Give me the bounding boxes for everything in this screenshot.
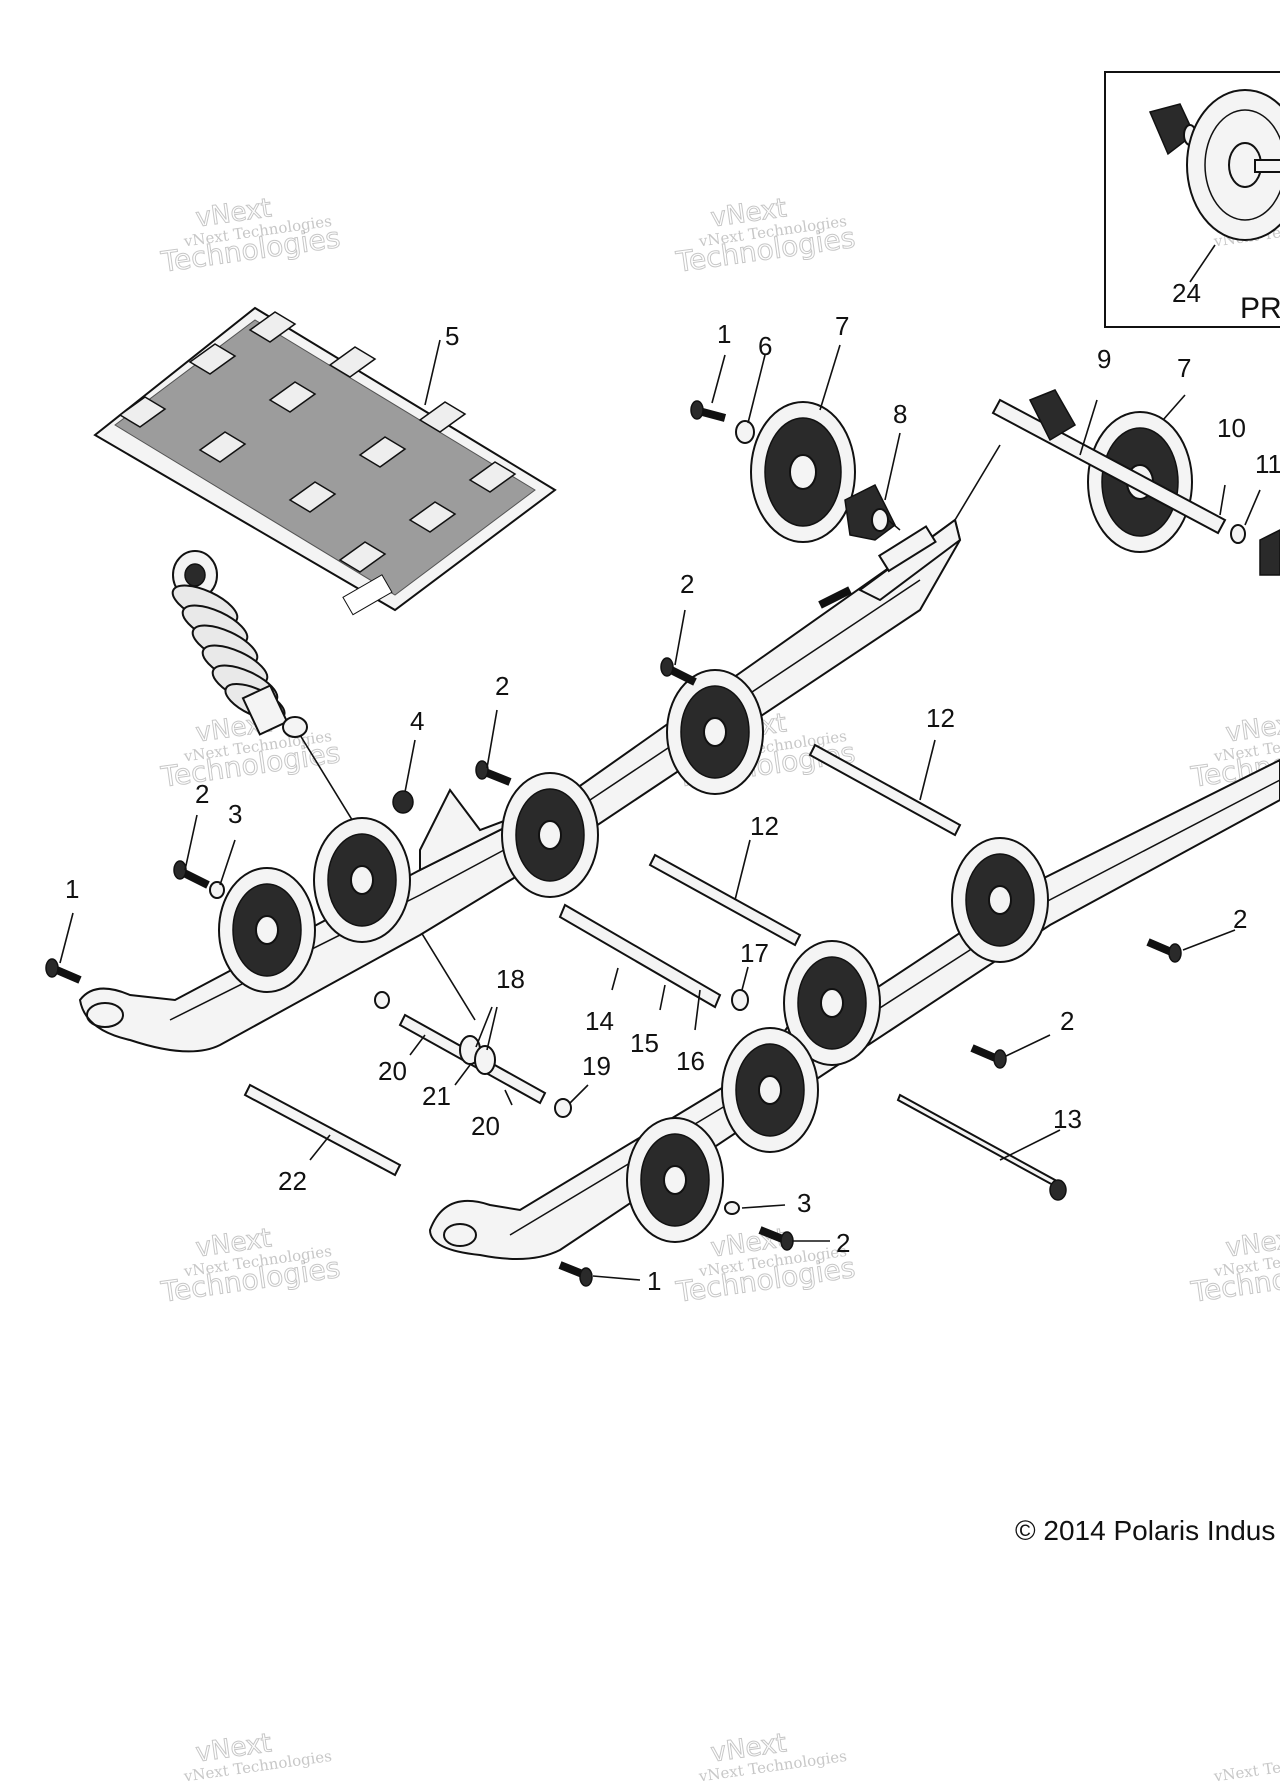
wheel <box>783 940 881 1066</box>
callout-19: 19 <box>582 1051 611 1081</box>
bushing <box>474 1045 496 1075</box>
wheel <box>951 837 1049 963</box>
barcode-label <box>342 574 393 616</box>
callout-1: 1 <box>717 319 731 349</box>
callout-3: 3 <box>228 799 242 829</box>
callout-18: 18 <box>496 964 525 994</box>
idler-wheel <box>750 401 856 543</box>
washer <box>554 1098 572 1118</box>
svg-text:vNext Technologies: vNext Technologies <box>1212 1747 1280 1786</box>
wheel <box>218 867 316 993</box>
callout-2: 2 <box>495 671 509 701</box>
track <box>93 306 557 616</box>
watermarks: vNext vNext Technologies Technologies vN… <box>158 193 1280 1786</box>
bolt <box>1146 938 1182 963</box>
watermark: vNext vNext Technologies Technologies <box>158 193 343 280</box>
callout-2: 2 <box>1060 1006 1074 1036</box>
bolt <box>818 586 852 609</box>
callout-6: 6 <box>758 331 772 361</box>
leader <box>1189 244 1216 283</box>
watermark: vNext Technologies <box>1212 1747 1280 1786</box>
callout-3: 3 <box>797 1188 811 1218</box>
bolt <box>970 1044 1007 1069</box>
callout-1: 1 <box>65 874 79 904</box>
callout-16: 16 <box>676 1046 705 1076</box>
callout-24: 24 <box>1172 278 1201 308</box>
callout-5: 5 <box>445 321 459 351</box>
callout-4: 4 <box>410 706 424 736</box>
callout-13: 13 <box>1053 1104 1082 1134</box>
bolt <box>758 1226 794 1251</box>
wheel <box>501 772 599 898</box>
wheel <box>721 1027 819 1153</box>
callout-2: 2 <box>195 779 209 809</box>
shaft <box>558 903 722 1009</box>
callout-7: 7 <box>1177 353 1191 383</box>
spacer <box>1230 524 1246 544</box>
bolt <box>558 1261 593 1287</box>
callout-1: 1 <box>647 1266 661 1296</box>
washer <box>735 420 755 444</box>
bolt <box>45 958 82 984</box>
callout-9: 9 <box>1097 344 1111 374</box>
callout-2: 2 <box>680 569 694 599</box>
hub <box>844 483 901 541</box>
callout-2: 2 <box>1233 904 1247 934</box>
idler-axle <box>991 389 1280 576</box>
inset-wheel-icon <box>1186 89 1280 241</box>
callout-10: 10 <box>1217 413 1246 443</box>
inset-box: 24 PR <box>1104 71 1280 328</box>
long-bolt <box>896 1093 1057 1187</box>
callout-14: 14 <box>585 1006 614 1036</box>
callout-15: 15 <box>630 1028 659 1058</box>
bolt <box>475 760 512 786</box>
leader-lines <box>59 344 1261 1281</box>
inset-frame <box>1104 71 1280 328</box>
wheel <box>666 669 764 795</box>
washer <box>724 1201 740 1215</box>
callout-11: 11 <box>1255 449 1280 479</box>
callout-21: 21 <box>422 1081 451 1111</box>
wheel <box>626 1117 724 1243</box>
bolt-head <box>1049 1179 1067 1201</box>
nut <box>392 790 414 814</box>
washer <box>209 881 225 899</box>
watermark: vNext vNext Technologies <box>697 1728 848 1786</box>
watermark: vNext vNext Technologies Technologies <box>158 1223 343 1310</box>
callout-2: 2 <box>836 1228 850 1258</box>
axle-hub <box>1028 389 1077 442</box>
washer <box>374 991 390 1009</box>
callout-17: 17 <box>740 938 769 968</box>
watermark: vNext vNext Technologies Technologies <box>1188 1223 1280 1310</box>
callouts: 1 1 1 2 2 2 2 2 2 3 3 4 6 7 7 8 9 10 11 … <box>65 311 1280 1296</box>
leader <box>424 339 441 406</box>
watermark: vNext vNext Technologies <box>182 1728 333 1786</box>
copyright-notice: © 2014 Polaris Indus <box>1015 1515 1275 1546</box>
bolt <box>660 657 697 686</box>
washer <box>731 989 749 1011</box>
bolt <box>173 860 210 889</box>
callout-20: 20 <box>378 1056 407 1086</box>
shaft <box>808 743 962 837</box>
callout-20: 20 <box>471 1111 500 1141</box>
shaft <box>648 853 802 947</box>
callout-12: 12 <box>750 811 779 841</box>
shock-absorber <box>171 550 308 738</box>
bolt <box>690 400 727 422</box>
callout-7: 7 <box>835 311 849 341</box>
inset-label: PR <box>1240 292 1280 325</box>
wheel <box>313 817 411 943</box>
callout-22: 22 <box>278 1166 307 1196</box>
callout-8: 8 <box>893 399 907 429</box>
watermark: vNext vNext Technologies Technologies <box>673 193 858 280</box>
shaft <box>243 1083 402 1177</box>
callout-12: 12 <box>926 703 955 733</box>
